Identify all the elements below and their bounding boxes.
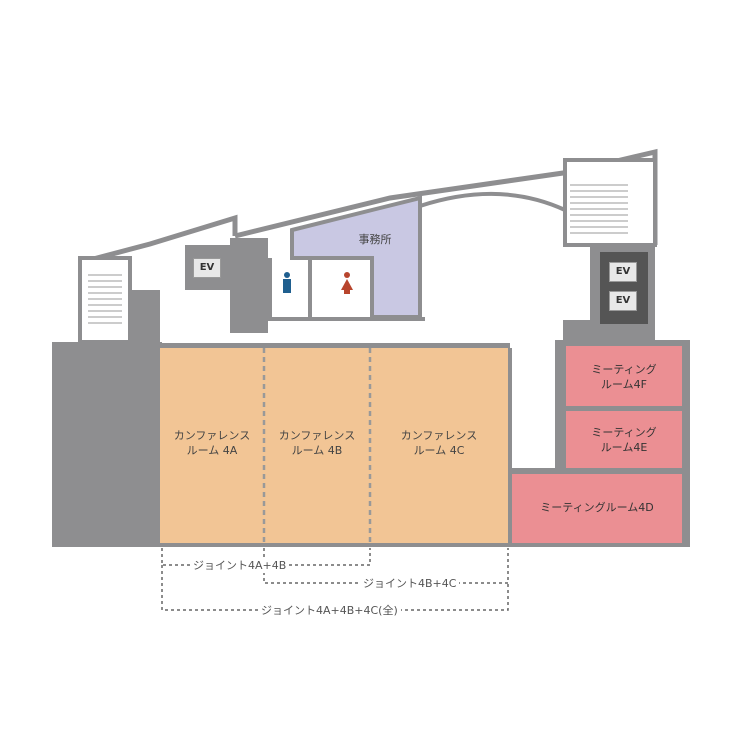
meeting-4d-label: ミーティングルーム4D — [540, 501, 654, 514]
wall — [419, 191, 566, 212]
conference-4b-label: カンファレンスルーム 4B — [278, 429, 356, 457]
stairs-left-steps — [88, 274, 122, 324]
conference-area — [160, 348, 508, 543]
male-toilet-icon — [283, 272, 291, 293]
conference-4a-label: カンファレンスルーム 4A — [173, 429, 251, 457]
meeting-4f-label: ミーティングルーム4F — [591, 363, 657, 391]
stairs-left — [78, 256, 132, 344]
meeting-4e-label: ミーティングルーム4E — [591, 426, 657, 454]
joint-4a-4b-label: ジョイント4A+4B — [190, 557, 290, 573]
joint-all-label: ジョイント4A+4B+4C(全) — [258, 602, 401, 618]
wall-core — [130, 290, 160, 345]
meeting-room-4d — [512, 474, 682, 543]
meeting-room-4e — [566, 411, 682, 468]
conference-4c-label: カンファレンスルーム 4C — [400, 429, 478, 457]
stairs-right-steps — [570, 184, 628, 234]
elevator-right-2: EV — [609, 291, 637, 311]
elevator-right-1: EV — [609, 262, 637, 282]
wall-block-left — [52, 342, 162, 547]
wall — [81, 214, 238, 265]
office-label: 事務所 — [358, 233, 392, 246]
elevator-left: EV — [193, 258, 221, 278]
female-toilet-icon — [341, 272, 353, 294]
meeting-room-4f — [566, 346, 682, 406]
joint-4b-4c-label: ジョイント4B+4C — [360, 575, 460, 591]
